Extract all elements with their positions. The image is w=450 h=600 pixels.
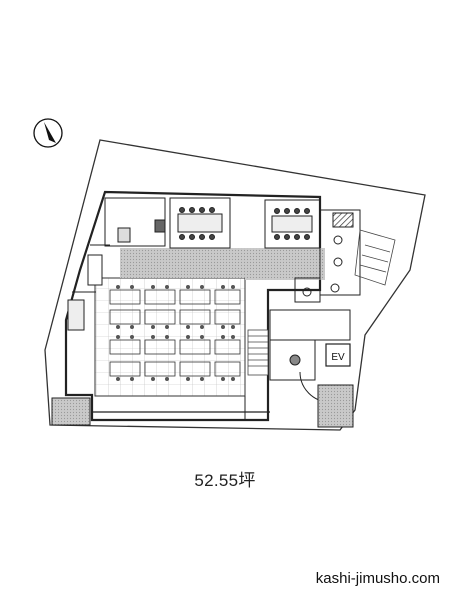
stairs (247, 329, 269, 376)
chairs (116, 285, 235, 381)
site-boundary (44, 139, 426, 431)
north-arrow-icon (33, 118, 63, 148)
exterior-stairs (354, 229, 396, 286)
meeting-room-2 (264, 199, 321, 249)
reception-area (67, 197, 166, 331)
corridor (120, 248, 325, 280)
desk-cluster (109, 289, 241, 377)
site-watermark: kashi-jimusho.com (315, 570, 440, 587)
lobby (269, 309, 351, 403)
elevator-label: EV (331, 352, 345, 363)
meeting-room-1 (169, 197, 231, 249)
planters (51, 384, 354, 428)
toilet-block (294, 209, 361, 303)
elevator: EV (325, 343, 351, 367)
floor-plan: EV (33, 118, 426, 431)
floor-area-label: 52.55坪 (194, 471, 256, 490)
